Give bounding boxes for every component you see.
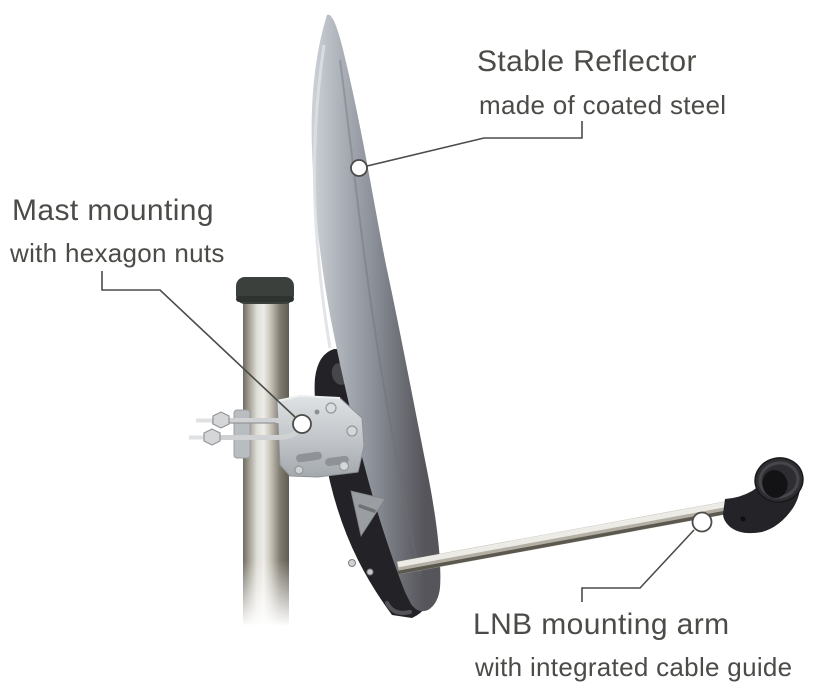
mast-annotation-title: Mast mounting	[12, 194, 214, 227]
leader-line-mast	[101, 271, 296, 418]
reflector-front-rim-highlight	[312, 44, 332, 349]
bracket-slot	[296, 451, 322, 463]
mount-screw	[348, 559, 356, 567]
wedge-slot	[358, 504, 376, 513]
reflector-blade	[311, 14, 441, 612]
u-bolt-clamp	[189, 411, 300, 446]
mast-cap-lip	[236, 296, 294, 302]
leader-line-lnb	[581, 529, 695, 602]
marker-reflector	[350, 159, 368, 177]
mast-annotation-subtitle: with hexagon nuts	[10, 238, 225, 268]
lnb-ring-rim	[758, 461, 800, 499]
pole-fade	[225, 560, 305, 650]
arm-tube	[396, 499, 738, 575]
lnb-arm	[396, 499, 738, 575]
marker-lnb	[691, 511, 713, 533]
dish-reflector	[311, 14, 441, 615]
arm-tube-highlight	[397, 499, 737, 568]
mount-screw	[366, 568, 374, 576]
lnb-annotation-subtitle: with integrated cable guide	[475, 652, 793, 682]
bracket-screw	[294, 465, 304, 475]
support-wedge	[350, 490, 386, 538]
reflector-bottom-curl	[385, 601, 412, 615]
bracket-hole	[314, 409, 320, 415]
lnb-holder	[723, 457, 804, 534]
lnb-ring-hole	[762, 470, 788, 498]
hexagon-nut	[212, 411, 230, 429]
leader-line-reflector	[366, 121, 583, 167]
bracket-screw	[346, 425, 358, 437]
hexagon-nut	[203, 428, 221, 446]
marker-mast	[292, 414, 312, 434]
reflector-edge-line	[339, 59, 421, 576]
lnb-elbow-hole	[740, 516, 746, 522]
bracket-screw	[338, 460, 350, 472]
reflector-annotation-title: Stable Reflector	[477, 45, 697, 78]
lnb-annotation-title: LNB mounting arm	[473, 608, 730, 641]
arm-tube-shadow	[397, 508, 737, 575]
annotation-overlay	[101, 121, 713, 602]
reflector-annotation-subtitle: made of coated steel	[479, 90, 727, 120]
bracket-edge-highlight	[276, 394, 341, 402]
clamp-plate	[233, 409, 251, 459]
bracket-screw	[325, 402, 337, 414]
wedge-plate	[350, 490, 386, 538]
